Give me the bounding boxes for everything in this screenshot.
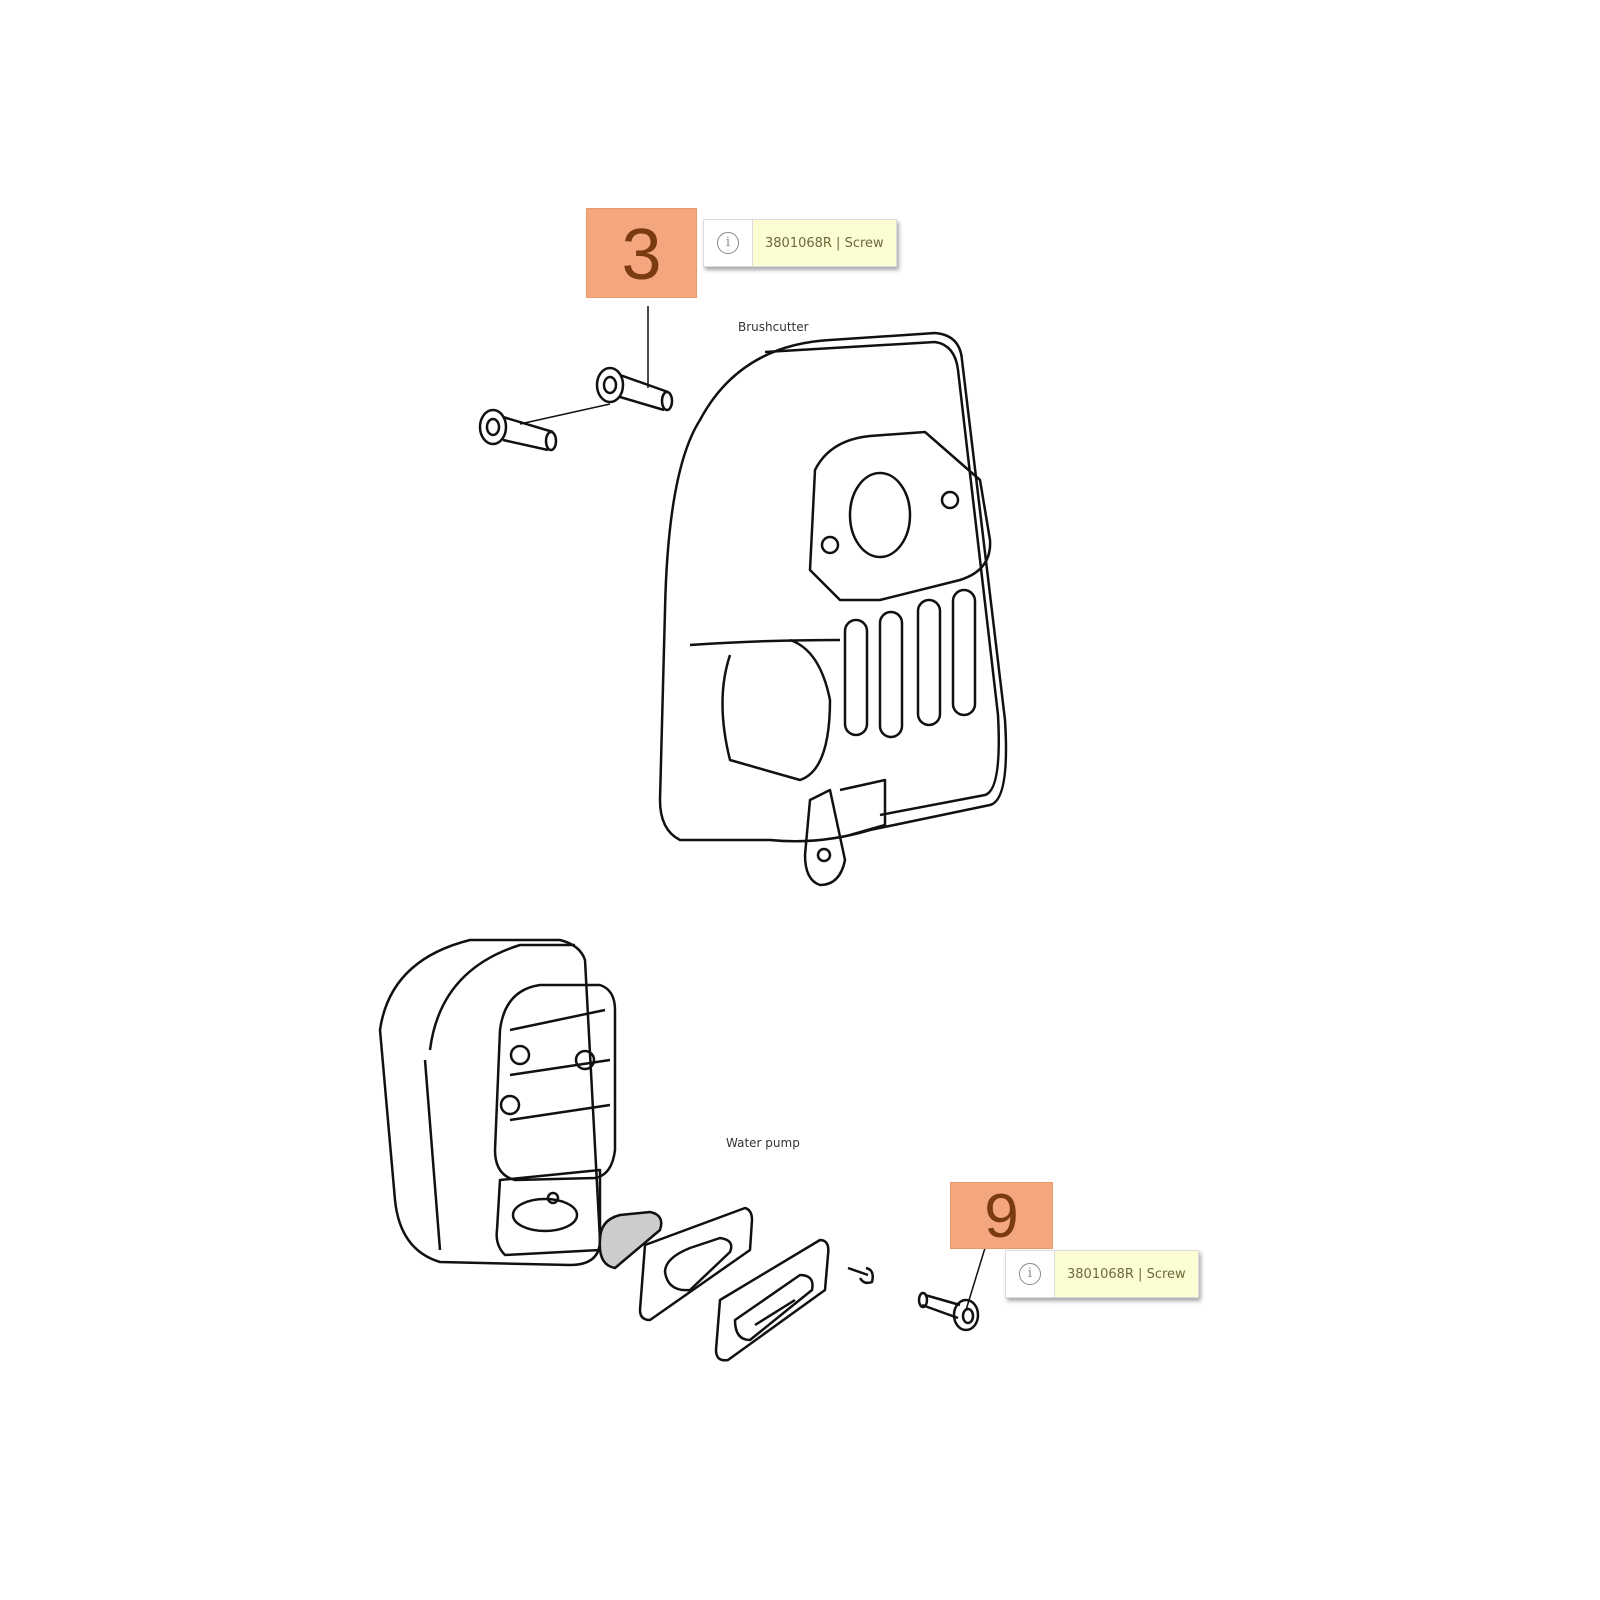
small-screw-part	[847, 1266, 874, 1285]
leader-line-3b	[519, 403, 611, 425]
part-info-text: 3801068R | Screw	[765, 235, 884, 251]
info-icon[interactable]: i	[704, 220, 753, 266]
callout-9[interactable]: 9	[950, 1182, 1053, 1251]
screw-part	[917, 1291, 980, 1332]
info-icon[interactable]: i	[1006, 1251, 1055, 1297]
part-info-text: 3801068R | Screw	[1067, 1266, 1186, 1282]
callout-3[interactable]: 3	[586, 208, 697, 298]
label-brushcutter: Brushcutter	[738, 320, 809, 334]
muffler-water-pump	[378, 938, 617, 1267]
part-tooltip-3[interactable]: i 3801068R | Screw	[703, 219, 897, 267]
screw-part	[478, 408, 558, 452]
deflector-plate	[714, 1238, 830, 1362]
spark-screen	[598, 1210, 663, 1270]
label-water-pump: Water pump	[726, 1136, 800, 1150]
screw-part	[595, 366, 674, 412]
muffler-brushcutter	[658, 331, 1008, 887]
part-tooltip-9[interactable]: i 3801068R | Screw	[1005, 1250, 1199, 1298]
gasket	[638, 1206, 754, 1322]
